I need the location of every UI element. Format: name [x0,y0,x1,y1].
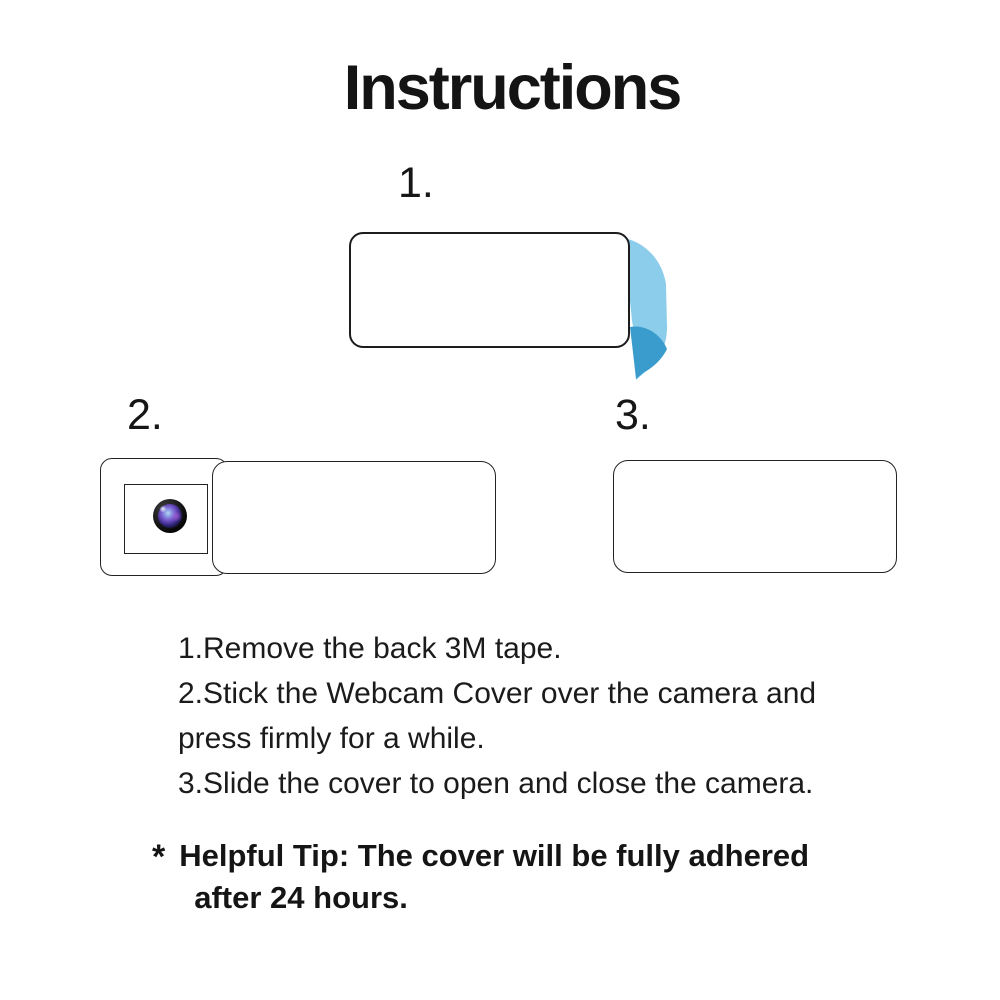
page-title: Instructions [343,53,683,123]
instruction-text-block: 1.Remove the back 3M tape. 2.Stick the W… [178,626,816,806]
instruction-line-1: 1.Remove the back 3M tape. [178,632,562,665]
camera-lens-icon [153,499,187,533]
step-2-cover-slid-open [212,461,496,574]
instruction-line-4: 3.Slide the cover to open and close the … [178,767,814,800]
helpful-tip-line-1: Helpful Tip: The cover will be fully adh… [179,838,810,873]
instruction-line-2: 2.Stick the Webcam Cover over the camera… [178,677,817,710]
step-1-cover-back [349,232,630,348]
helpful-tip: * Helpful Tip: The cover will be fully a… [152,835,809,919]
step-1-number: 1. [398,159,434,207]
tape-peel-icon [628,239,667,380]
helpful-tip-lines: Helpful Tip: The cover will be fully adh… [179,835,809,919]
step-2-number: 2. [127,391,163,439]
step-3-number: 3. [615,391,651,439]
asterisk-marker: * [152,838,166,876]
helpful-tip-line-2: after 24 hours. [194,880,408,915]
tape-fold-dark-part [630,326,667,379]
step-3-cover-closed [613,460,897,573]
instruction-line-3: press firmly for a while. [178,722,485,755]
